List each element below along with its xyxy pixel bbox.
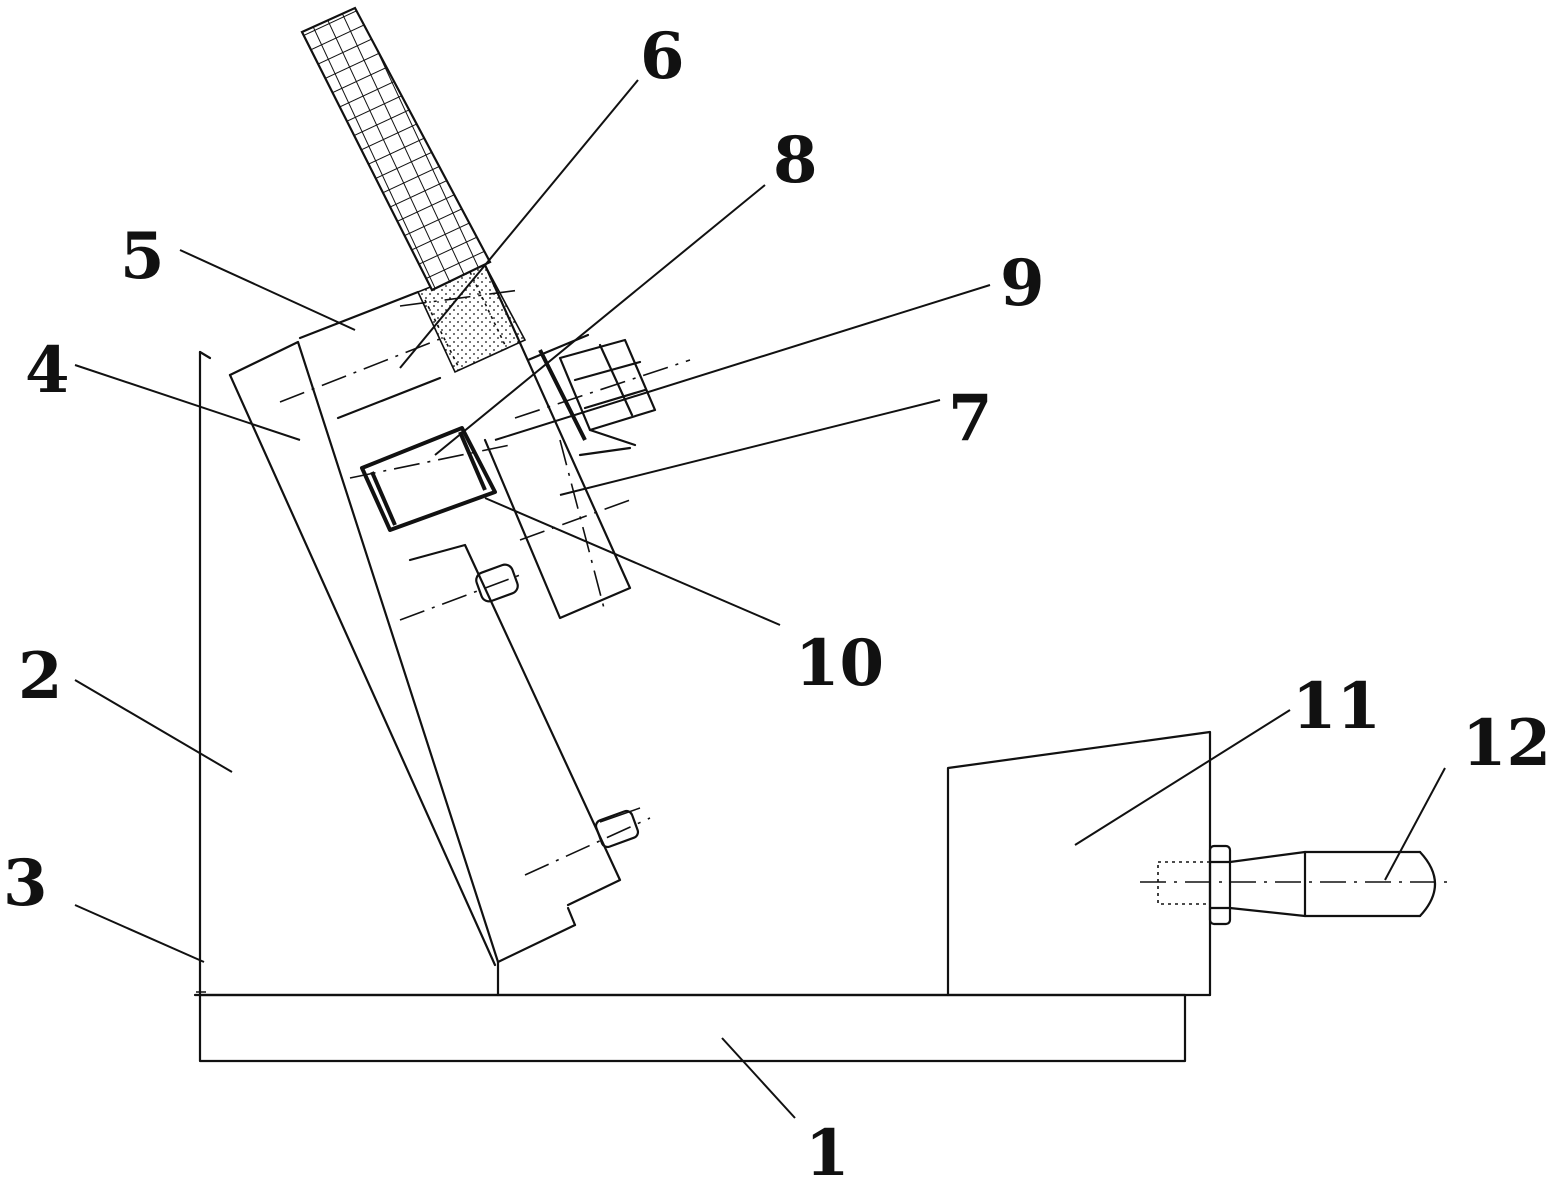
incline-bolts xyxy=(474,562,640,848)
leader-5 xyxy=(180,250,355,330)
leader-3 xyxy=(75,905,204,962)
leader-9 xyxy=(495,285,990,440)
base-plate xyxy=(195,995,1210,1061)
clamp-jaw xyxy=(400,265,525,372)
clamp-block xyxy=(280,292,650,905)
label-8: 8 xyxy=(773,123,818,198)
label-1: 1 xyxy=(805,1116,850,1188)
label-2: 2 xyxy=(18,639,63,714)
hex-bolt xyxy=(515,340,690,455)
label-5: 5 xyxy=(120,219,165,294)
leader-4 xyxy=(75,365,300,440)
leader-7 xyxy=(560,400,940,495)
leader-lines xyxy=(75,80,1445,1118)
label-12: 12 xyxy=(1462,706,1551,781)
part-labels: 1 2 3 4 5 6 7 8 9 10 11 12 xyxy=(3,19,1551,1188)
leader-1 xyxy=(722,1038,795,1118)
label-6: 6 xyxy=(640,19,685,94)
label-11: 11 xyxy=(1292,669,1381,744)
label-4: 4 xyxy=(25,333,70,408)
side-plate xyxy=(200,352,210,995)
leader-12 xyxy=(1385,768,1445,880)
label-3: 3 xyxy=(3,846,48,921)
label-10: 10 xyxy=(795,626,884,701)
leader-2 xyxy=(75,680,232,772)
leader-10 xyxy=(485,498,780,625)
label-7: 7 xyxy=(948,381,993,456)
leader-11 xyxy=(1075,710,1290,845)
right-block xyxy=(948,732,1210,995)
knurled-handle xyxy=(302,8,490,290)
handle-screw xyxy=(1140,846,1450,924)
label-9: 9 xyxy=(1000,246,1045,321)
